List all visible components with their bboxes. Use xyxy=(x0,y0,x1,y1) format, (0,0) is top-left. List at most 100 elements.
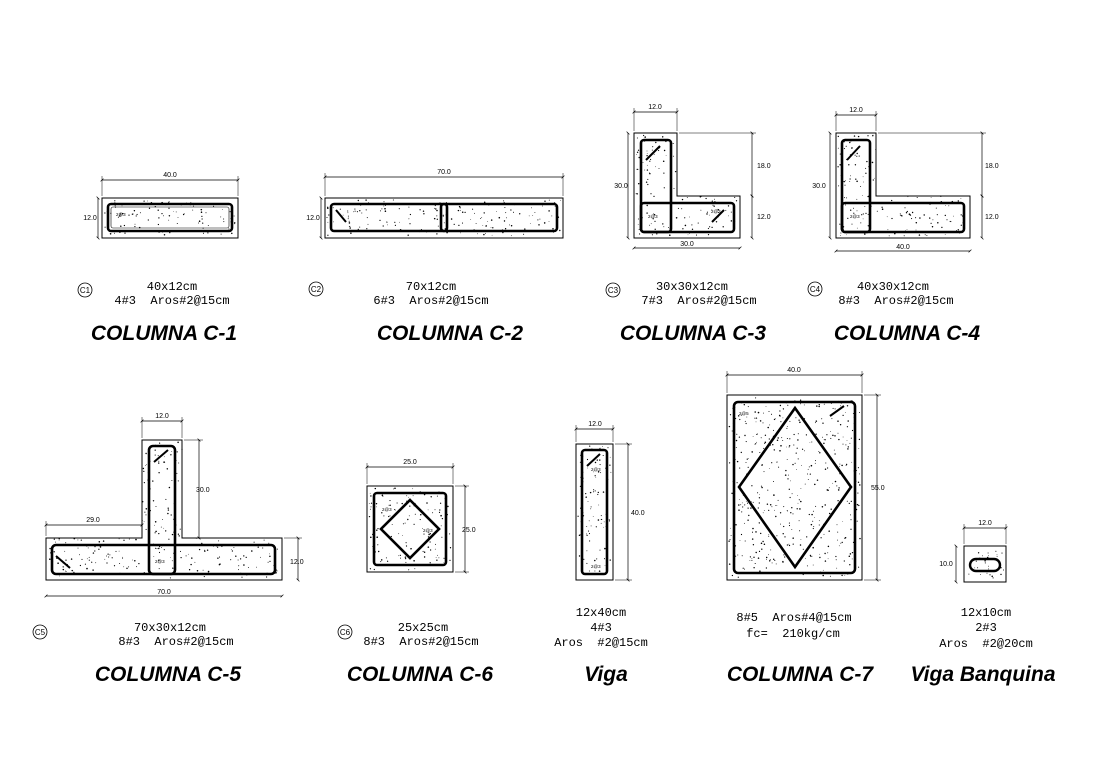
concrete-speck xyxy=(916,196,918,199)
concrete-speck xyxy=(435,531,437,534)
c5-stirrup-vertical xyxy=(147,444,177,576)
concrete-speck xyxy=(598,570,601,572)
concrete-speck xyxy=(168,538,170,540)
concrete-speck xyxy=(606,505,608,507)
concrete-speck xyxy=(836,524,838,526)
concrete-speck xyxy=(714,198,715,200)
concrete-speck xyxy=(382,525,385,527)
concrete-speck xyxy=(475,223,477,225)
concrete-speck xyxy=(241,576,243,578)
concrete-speck xyxy=(138,226,141,229)
concrete-speck xyxy=(608,519,610,520)
concrete-speck xyxy=(822,436,824,438)
concrete-speck xyxy=(359,226,361,228)
concrete-speck xyxy=(201,215,203,217)
concrete-speck xyxy=(347,215,349,217)
concrete-speck xyxy=(745,500,747,502)
concrete-speck xyxy=(163,230,165,233)
concrete-speck xyxy=(768,534,770,535)
concrete-speck xyxy=(610,471,612,473)
concrete-speck xyxy=(122,556,124,558)
concrete-speck xyxy=(200,208,203,211)
concrete-speck xyxy=(502,231,504,234)
concrete-speck xyxy=(858,438,861,441)
concrete-speck xyxy=(201,218,203,220)
concrete-speck xyxy=(837,420,839,422)
concrete-speck xyxy=(786,544,789,546)
concrete-speck xyxy=(482,225,484,226)
concrete-speck xyxy=(812,520,814,522)
concrete-speck xyxy=(460,232,461,234)
concrete-speck xyxy=(957,229,960,231)
concrete-speck xyxy=(782,440,784,441)
concrete-speck xyxy=(581,481,584,483)
concrete-speck xyxy=(580,520,583,523)
concrete-speck xyxy=(177,533,180,535)
concrete-speck xyxy=(759,451,761,454)
concrete-speck xyxy=(596,459,598,461)
concrete-speck xyxy=(855,508,858,511)
concrete-speck xyxy=(58,539,60,541)
concrete-speck xyxy=(485,225,487,227)
concrete-speck xyxy=(731,492,733,495)
concrete-speck xyxy=(229,211,231,213)
concrete-speck xyxy=(894,202,895,203)
concrete-speck xyxy=(830,508,832,510)
concrete-speck xyxy=(842,226,845,228)
concrete-speck xyxy=(605,525,607,527)
concrete-speck xyxy=(783,525,785,528)
concrete-speck xyxy=(776,505,778,506)
concrete-speck xyxy=(368,515,371,518)
concrete-speck xyxy=(491,234,493,236)
concrete-speck xyxy=(662,223,664,225)
concrete-speck xyxy=(835,555,837,558)
concrete-speck xyxy=(440,525,442,527)
concrete-speck xyxy=(744,504,746,506)
concrete-speck xyxy=(599,448,601,450)
concrete-speck xyxy=(822,422,824,424)
concrete-speck xyxy=(453,223,455,225)
concrete-speck xyxy=(246,574,248,576)
concrete-speck xyxy=(590,525,592,527)
concrete-speck xyxy=(786,458,788,460)
concrete-speck xyxy=(559,229,561,232)
concrete-speck xyxy=(814,460,817,462)
concrete-speck xyxy=(113,230,116,233)
concrete-speck xyxy=(849,442,851,444)
concrete-speck xyxy=(888,235,890,237)
concrete-speck xyxy=(789,438,791,440)
concrete-speck xyxy=(801,448,804,450)
concrete-speck xyxy=(849,178,851,180)
concrete-speck xyxy=(88,559,90,561)
concrete-speck xyxy=(728,215,729,217)
concrete-speck xyxy=(850,514,851,516)
concrete-speck xyxy=(235,555,237,557)
concrete-speck xyxy=(671,178,673,180)
concrete-speck xyxy=(805,434,808,436)
c3-hook-2 xyxy=(711,209,725,223)
concrete-speck xyxy=(367,223,369,225)
concrete-speck xyxy=(841,208,843,210)
concrete-speck xyxy=(818,439,820,442)
concrete-speck xyxy=(330,228,331,229)
concrete-speck xyxy=(949,220,951,222)
concrete-speck xyxy=(740,533,743,536)
concrete-speck xyxy=(259,556,261,558)
concrete-speck xyxy=(725,209,727,211)
concrete-speck xyxy=(806,565,808,567)
concrete-speck xyxy=(746,458,748,460)
concrete-speck xyxy=(405,542,407,544)
concrete-speck xyxy=(263,539,265,541)
concrete-speck xyxy=(419,519,421,521)
concrete-speck xyxy=(586,526,588,528)
concrete-speck xyxy=(427,546,430,548)
concrete-speck xyxy=(636,154,638,155)
concrete-speck xyxy=(593,489,595,491)
concrete-speck xyxy=(759,493,760,495)
concrete-speck xyxy=(163,202,164,204)
concrete-speck xyxy=(730,211,732,213)
concrete-speck xyxy=(784,536,786,538)
concrete-speck xyxy=(114,202,116,203)
concrete-speck xyxy=(87,547,89,549)
concrete-speck xyxy=(756,434,758,435)
